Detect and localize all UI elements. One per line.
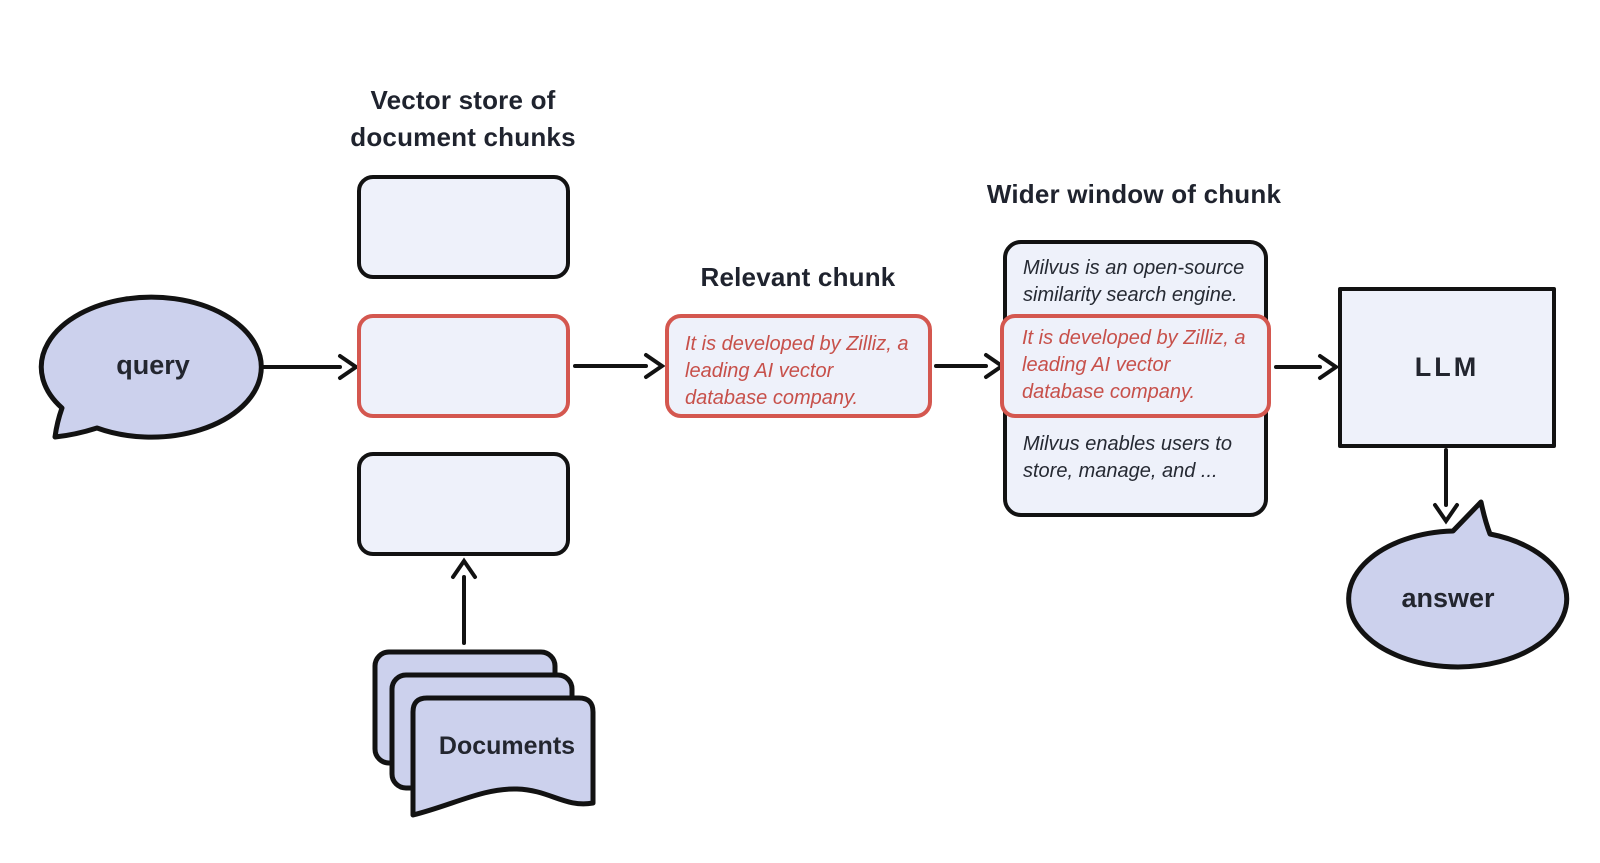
documents-stack-shape: [372, 649, 596, 818]
arrow-documents-to-vector-store: [451, 557, 477, 645]
vector-store-chunk-1: [357, 175, 570, 279]
query-label: query: [116, 349, 190, 380]
documents-label: Documents: [438, 731, 576, 760]
arrow-vector-store-to-relevant-chunk: [573, 353, 666, 379]
speech-bubble-icon: [1346, 499, 1570, 670]
relevant-chunk-box: It is developed by Zilliz, a leading AI …: [665, 314, 932, 418]
speech-bubble-icon: [38, 294, 264, 440]
query-bubble-shape: [38, 294, 264, 440]
wider-window-chunk-before: Milvus is an open-source similarity sear…: [1023, 257, 1245, 306]
answer-label: answer: [1401, 582, 1495, 613]
relevant-chunk-title: Relevant chunk: [700, 262, 896, 292]
wider-window-title: Wider window of chunk: [986, 179, 1282, 209]
llm-box: LLM: [1338, 287, 1556, 448]
answer-bubble-shape: [1346, 499, 1570, 670]
vector-store-chunk-matched: [357, 314, 570, 418]
vector-store-title: Vector store of document chunks: [350, 85, 576, 152]
document-card-front: [410, 695, 596, 818]
arrow-wider-window-to-llm: [1274, 354, 1340, 380]
vector-store-chunk-3: [357, 452, 570, 556]
wider-window-highlight-text: It is developed by Zilliz, a leading AI …: [1022, 327, 1246, 403]
wider-window-box: Milvus is an open-source similarity sear…: [1000, 240, 1271, 517]
arrow-llm-to-answer: [1433, 448, 1459, 525]
wider-window-chunk-after: Milvus enables users to store, manage, a…: [1023, 433, 1232, 482]
wider-window-highlighted-chunk: It is developed by Zilliz, a leading AI …: [1000, 314, 1271, 418]
arrow-relevant-chunk-to-wider-window: [934, 353, 1006, 379]
relevant-chunk-text: It is developed by Zilliz, a leading AI …: [685, 333, 909, 409]
